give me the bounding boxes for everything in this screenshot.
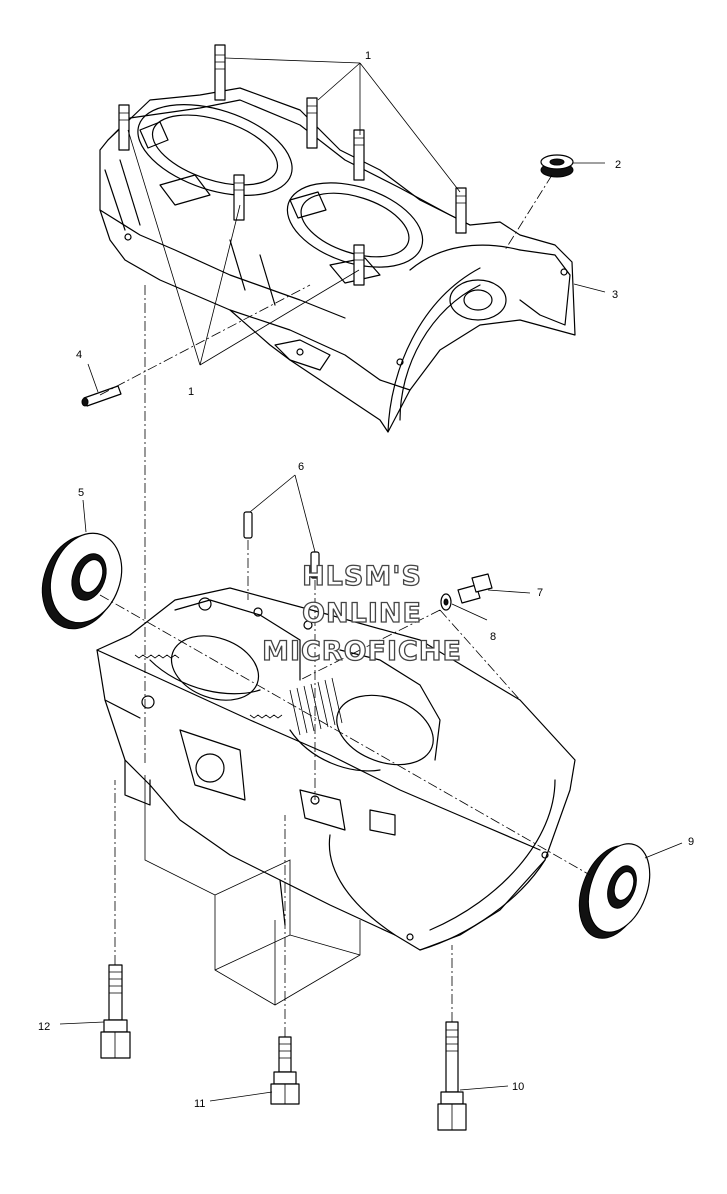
dowel-pin-part [81, 385, 122, 407]
callout-4: 4 [76, 349, 82, 361]
upper-crankcase [99, 87, 576, 433]
case-bolt-12 [100, 964, 131, 1059]
watermark-line-3: MICROFICHE [262, 636, 462, 667]
callout-6: 6 [298, 461, 304, 473]
case-bolt-10 [437, 1021, 467, 1131]
crank-seal-right [578, 843, 651, 939]
crank-seal-left [41, 532, 123, 630]
callout-12: 12 [38, 1021, 50, 1033]
locating-dowels [243, 511, 320, 579]
case-bolt-11 [270, 1036, 300, 1105]
watermark: HLSM'S ONLINE MICROFICHE [261, 560, 462, 667]
lower-crankcase [96, 587, 576, 951]
assembly-alignment-lines [99, 174, 591, 1037]
callout-1-bottom: 1 [188, 386, 194, 398]
callout-5: 5 [78, 487, 84, 499]
callout-2: 2 [615, 159, 621, 171]
callout-8: 8 [490, 631, 496, 643]
drain-bolt [440, 573, 493, 611]
callout-3: 3 [612, 289, 618, 301]
callout-7: 7 [537, 587, 543, 599]
callout-1-top: 1 [365, 50, 371, 62]
callout-9: 9 [688, 836, 694, 848]
watermark-line-1: HLSM'S [302, 561, 422, 592]
callout-11: 11 [194, 1098, 205, 1110]
cylinder-studs [118, 44, 467, 286]
phantom-box [144, 775, 361, 1006]
grommet-part [540, 154, 574, 178]
callout-labels: 1 1 2 3 4 5 6 7 8 9 10 11 12 [38, 50, 694, 1110]
callout-10: 10 [512, 1081, 524, 1093]
callout-leaders [59, 57, 683, 1102]
watermark-line-2: ONLINE [302, 598, 422, 629]
